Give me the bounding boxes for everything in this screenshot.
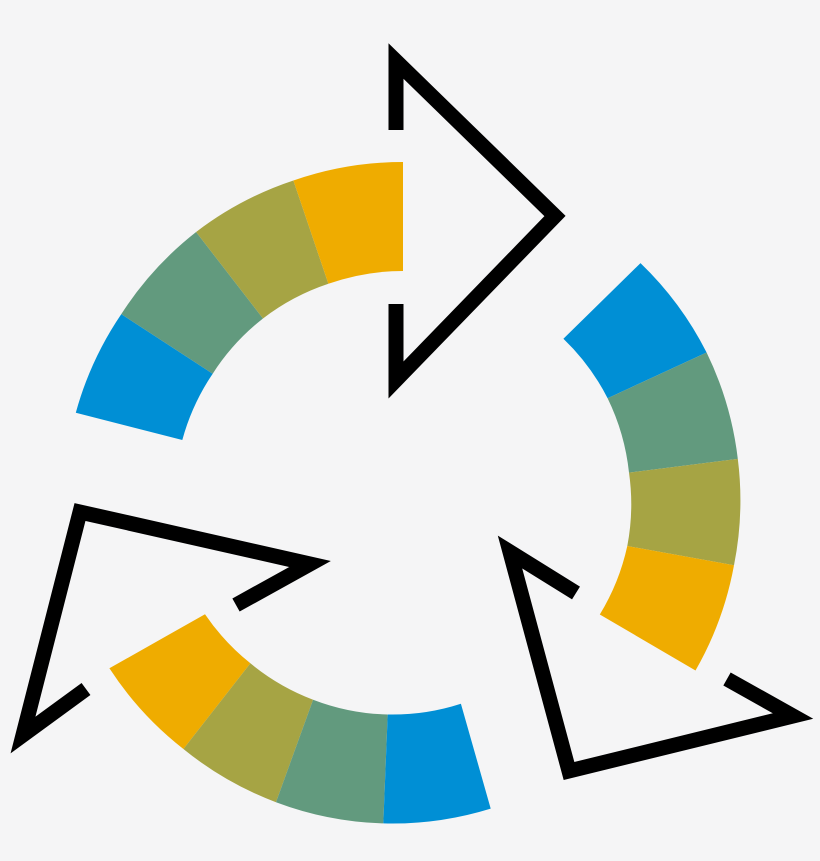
- arc-segment-blue: [563, 263, 707, 399]
- arc-segment-yellow: [599, 546, 734, 671]
- arc-segment-yellow: [109, 614, 251, 749]
- arc-segment-green: [607, 352, 738, 473]
- arc-band-top-left: [75, 161, 403, 440]
- arc-segment-olive: [627, 458, 741, 566]
- arc-segment-green: [276, 699, 388, 824]
- arrowhead-right-icon: [497, 535, 814, 781]
- arc-band-bottom: [109, 614, 491, 824]
- arc-segment-olive: [183, 663, 314, 803]
- arrowhead-left-icon: [10, 503, 331, 754]
- arc-segment-blue: [383, 703, 491, 824]
- arc-segment-olive: [196, 180, 329, 319]
- arc-band-right: [563, 263, 741, 671]
- arrowhead-top-icon: [388, 43, 566, 399]
- arc-segment-green: [121, 232, 263, 374]
- arc-segment-blue: [75, 314, 213, 440]
- arc-segment-yellow: [293, 161, 403, 284]
- arrowheads: [10, 43, 814, 781]
